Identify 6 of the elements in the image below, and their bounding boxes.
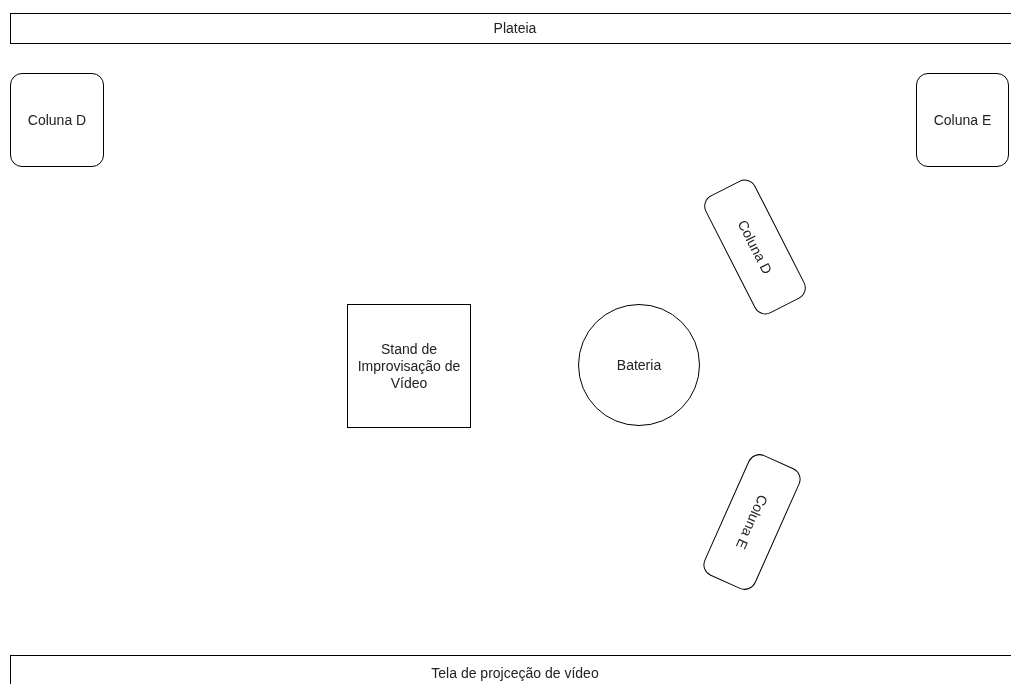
speaker-box: Coluna E [916,73,1009,167]
drum-kit-circle: Bateria [578,304,700,426]
seating-area-band: Plateia [10,13,1011,44]
stand-box: Stand de Improvisação de Vídeo [347,304,471,428]
projection-screen-band: Tela de projceção de vídeo [10,655,1011,684]
speaker-box: Coluna D [10,73,104,167]
